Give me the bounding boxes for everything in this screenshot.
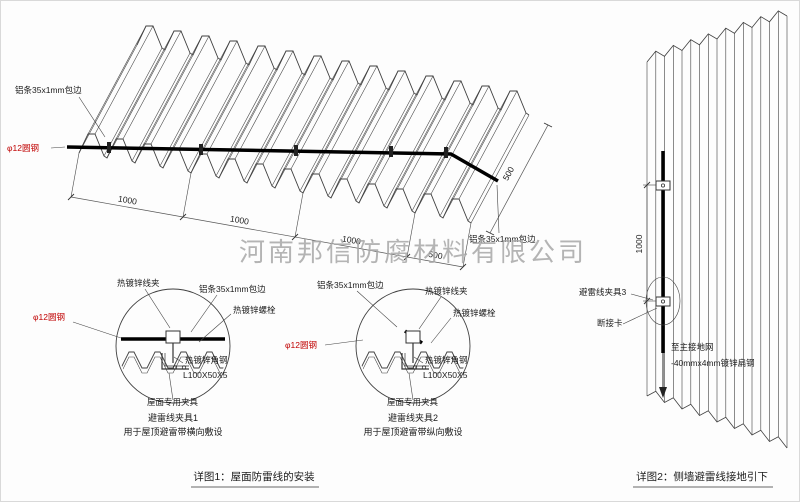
to-ground-arrow xyxy=(659,353,667,398)
dim-label-2: 1000 xyxy=(229,213,250,226)
wall-label-flat-steel: -40mmx4mm镀锌扁钢 xyxy=(671,358,755,368)
label-aluminum-strip-right: 铝条35x1mm包边 xyxy=(469,234,536,244)
detail-2-label-angle: 热镀锌角钢 xyxy=(425,355,468,365)
dim-label-1: 1000 xyxy=(117,193,138,206)
company-watermark: 河南邦信防腐材料有限公司 xyxy=(239,237,587,267)
detail-1-label-strip: 铝条35x1mm包边 xyxy=(199,284,266,294)
detail-circle-2: 铝条35x1mm包边 热镀锌线夹 热镀锌螺栓 φ12圆钢 热镀锌角钢 L100X… xyxy=(285,280,496,437)
leader-strip-top xyxy=(78,96,106,138)
detail-2-label-bolt: 热镀锌螺栓 xyxy=(453,308,496,318)
detail-1-label-bolt: 热镀锌螺栓 xyxy=(233,305,276,315)
leader-disconnect xyxy=(622,307,658,325)
detail-1-circle-outline xyxy=(115,288,231,404)
detail-1-label-angle: 热镀锌角钢 xyxy=(185,355,228,365)
detail-2-title: 避雷线夹具2 xyxy=(388,412,438,423)
corrugated-wall-sheet xyxy=(646,10,788,449)
detail-2-circle-outline xyxy=(355,288,471,404)
wall-dim-label: 1000 xyxy=(634,234,644,253)
detail-1-leaders xyxy=(72,288,232,401)
roof-dimension-chain: 1000 1000 1000 500 xyxy=(67,152,472,271)
detail-1-label-rod: φ12圆钢 xyxy=(33,312,65,322)
label-aluminum-strip-top: 铝条35x1mm包边 xyxy=(15,85,82,95)
leader-strip-right xyxy=(496,184,500,234)
corrugated-roof-sheet xyxy=(78,25,530,224)
caption-detail-1: 详图1：屋面防雷线的安装 xyxy=(193,470,315,483)
detail-1-title: 避雷线夹具1 xyxy=(148,412,198,423)
wall-label-disconnect: 断接卡 xyxy=(597,318,623,328)
detail-2-subtitle: 用于屋顶避雷带纵向敷设 xyxy=(363,426,462,437)
lightning-wire xyxy=(66,145,499,183)
dim-label-4: 500 xyxy=(428,249,444,261)
dim-label-right: 500 xyxy=(501,165,517,182)
caption-detail-2: 详图2：侧墙避雷线接地引下 xyxy=(636,470,768,483)
wall-clamps xyxy=(655,180,671,307)
detail-1-label-angle-spec: L100X50X5 xyxy=(183,370,228,380)
label-round-steel-roof: φ12圆钢 xyxy=(7,143,39,153)
detail-2-label-clamp: 热镀锌线夹 xyxy=(425,286,468,296)
wire-clamps xyxy=(107,142,448,158)
detail-2-clamp-assembly xyxy=(401,330,429,370)
leader-rod xyxy=(50,146,66,149)
leader-clamp3 xyxy=(630,293,654,301)
roof-isometric-view: 1000 1000 1000 500 500 铝条35x1mm包边 φ12圆钢 … xyxy=(7,25,553,271)
side-wall-view: 1000 避雷线夹具3 断接卡 至主接地网 -40mmx4mm镀锌扁钢 xyxy=(579,10,788,449)
detail-1-label-fixture: 屋面专用夹具 xyxy=(147,397,199,407)
wall-label-clamp3: 避雷线夹具3 xyxy=(579,287,627,297)
detail-2-label-fixture: 屋面专用夹具 xyxy=(387,397,439,407)
wall-dimension: 1000 xyxy=(634,181,656,305)
wall-label-ground: 至主接地网 xyxy=(671,342,714,352)
sheet-captions: 详图1：屋面防雷线的安装 详图2：侧墙避雷线接地引下 xyxy=(191,470,773,488)
detail-1-label-clamp: 热镀锌线夹 xyxy=(117,278,160,288)
detail-circle-1: 热镀锌线夹 铝条35x1mm包边 热镀锌螺栓 φ12圆钢 热镀锌角钢 L100X… xyxy=(33,278,276,437)
detail-2-leaders xyxy=(324,290,452,401)
detail-2-label-strip: 铝条35x1mm包边 xyxy=(317,280,384,290)
detail-1-clamp-assembly xyxy=(161,330,189,370)
detail-1-subtitle: 用于屋顶避雷带横向敷设 xyxy=(123,426,222,437)
dim-label-3: 1000 xyxy=(341,233,362,246)
detail-2-label-angle-spec: L100X50X5 xyxy=(423,370,468,380)
detail-2-label-rod: φ12圆钢 xyxy=(285,340,317,350)
